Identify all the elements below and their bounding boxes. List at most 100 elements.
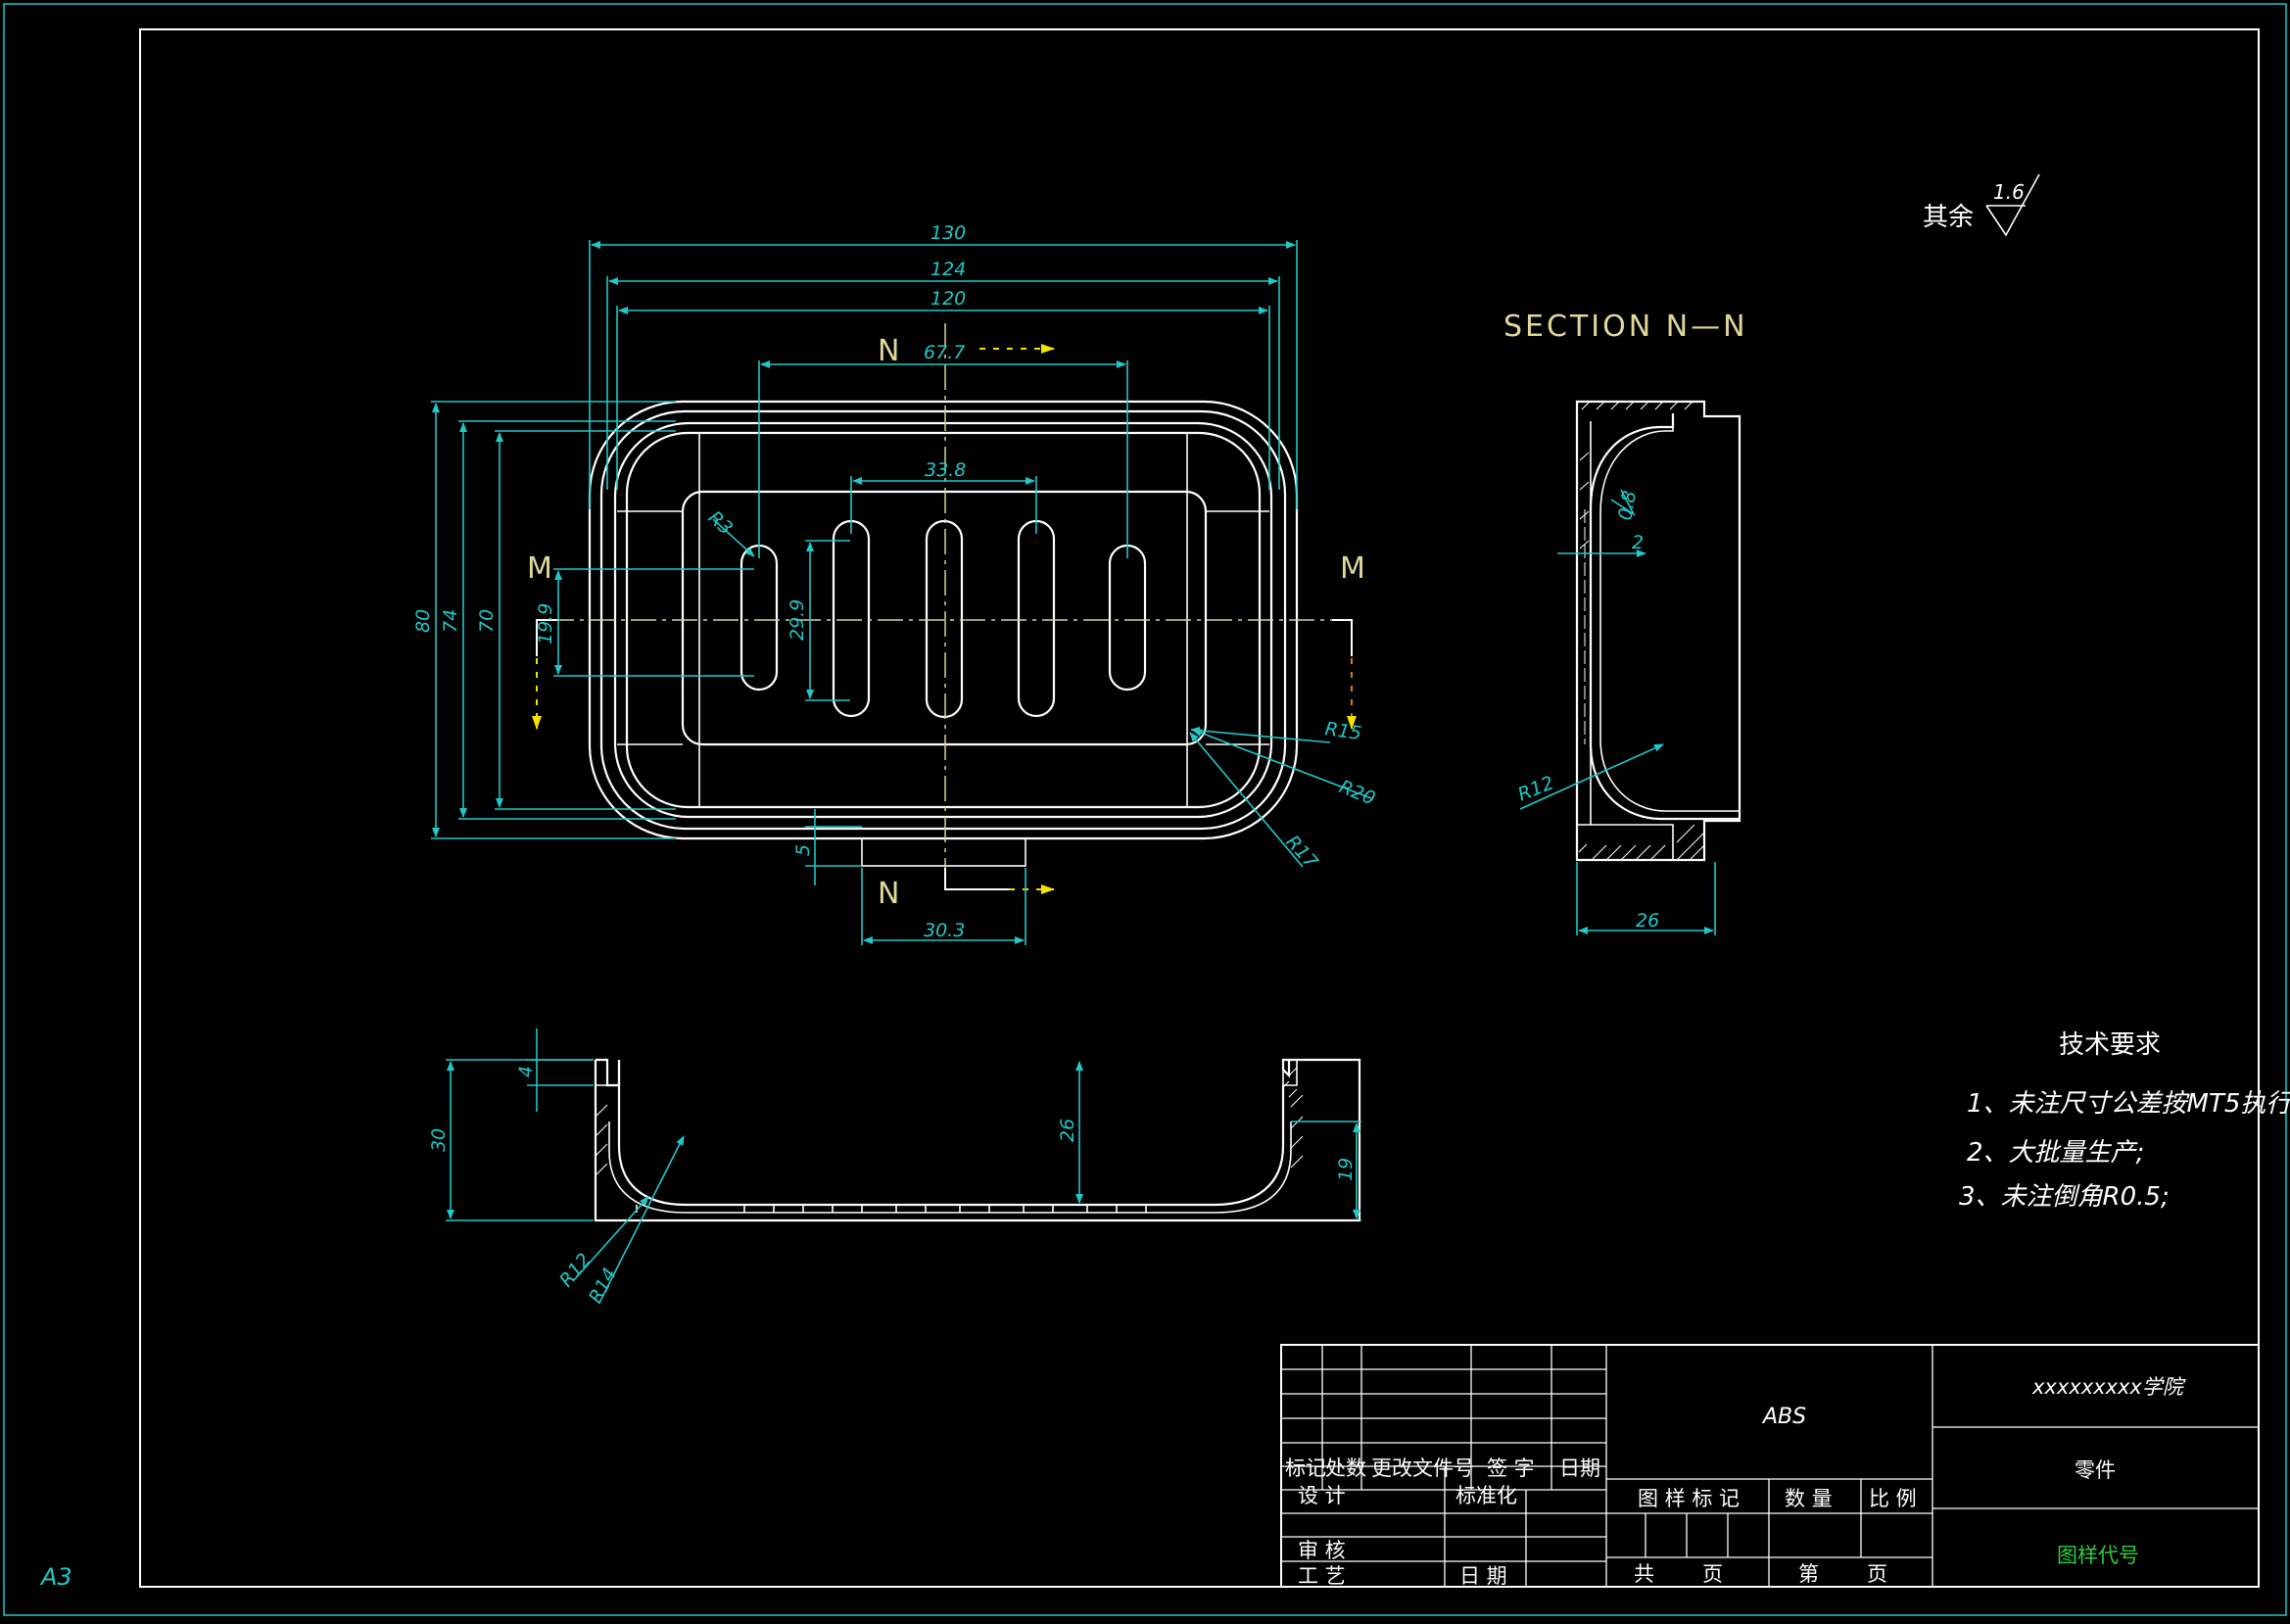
leader-r3 [712, 518, 755, 557]
section-view [1575, 400, 1741, 862]
section-dimensions: 0.8 2 R12 26 [1515, 489, 1716, 935]
leader-r17 [1189, 732, 1304, 868]
front-inner-basin-2 [608, 1122, 1292, 1214]
front-rim-right [1282, 1060, 1298, 1086]
dim-80: 80 [412, 609, 434, 633]
dim-74: 74 [440, 609, 461, 633]
ext-130 [589, 240, 1298, 509]
part-name: 零件 [2075, 1458, 2116, 1482]
front-outer-outline [594, 1058, 1361, 1222]
front-view [594, 1058, 1361, 1222]
leader-r12-front [572, 1196, 649, 1282]
rev-header-mark: 标记 [1285, 1457, 1326, 1480]
rev-header-date: 日期 [1559, 1457, 1600, 1480]
dim-26-section: 26 [1636, 910, 1659, 931]
title-block-grid [1281, 1345, 2259, 1587]
front-dimensions: 4 30 26 19 R12 R14 [428, 1028, 1361, 1307]
ext-67-7 [758, 360, 1128, 558]
dim-r15: R15 [1323, 718, 1362, 744]
section-inner-wall [1589, 413, 1740, 821]
ext-33-8 [850, 476, 1037, 534]
top-slot-2 [832, 519, 871, 718]
leader-r20 [1192, 729, 1372, 799]
section-cut-markers: N N M M [527, 334, 1365, 911]
ext-80 [431, 401, 676, 839]
cut-m-right-line [1332, 619, 1353, 656]
date-label: 日 期 [1459, 1564, 1507, 1588]
inner-border [139, 28, 2260, 1588]
front-floor-slats [636, 1205, 1147, 1213]
section-outline [1575, 400, 1741, 862]
rev-header-sign: 签 字 [1487, 1457, 1535, 1480]
dim-0-8: 0.8 [1614, 489, 1641, 522]
cut-n-bottom-line [944, 868, 1009, 890]
top-view-dimensions: 130 124 120 67.7 33.8 80 74 70 19.9 29.9… [412, 222, 1378, 945]
ext-120 [616, 306, 1270, 490]
tech-title: 技术要求 [2059, 1030, 2161, 1060]
cut-n-top: N [878, 334, 899, 368]
top-drain-lip [861, 837, 1026, 867]
cut-n-bottom: N [878, 877, 899, 911]
top-floor-plate [681, 490, 1208, 746]
front-hatch [595, 1067, 1304, 1176]
front-rim-left [596, 1060, 608, 1086]
dim-19: 19 [1335, 1158, 1357, 1181]
dim-r12-section: R12 [1515, 772, 1557, 805]
dim-26-front: 26 [1057, 1119, 1078, 1142]
drawing-code: 图样代号 [2057, 1544, 2139, 1567]
top-slot-4 [1017, 519, 1056, 718]
rev-header-count: 处数 [1325, 1457, 1366, 1480]
sheet-size-label: A3 [39, 1563, 72, 1591]
ext-30 [446, 1059, 594, 1221]
dim-5: 5 [792, 844, 814, 856]
dim-r3: R3 [704, 506, 738, 539]
rev-header-doc: 更改文件号 [1371, 1457, 1474, 1480]
dim-r17: R17 [1281, 832, 1321, 874]
dim-4: 4 [515, 1066, 537, 1077]
dim-30: 30 [428, 1128, 450, 1152]
top-slot-1 [739, 544, 779, 692]
tech-item-3: 3、未注倒角R0.5; [1959, 1182, 2170, 1212]
scale-label: 比 例 [1869, 1487, 1917, 1510]
total-label: 共 [1634, 1562, 1654, 1586]
stage-mark-label: 图 样 标 记 [1638, 1487, 1740, 1510]
front-inner-basin [617, 1060, 1285, 1207]
leader-r12-section [1519, 743, 1664, 810]
ext-70 [495, 430, 676, 810]
tech-item-1: 1、未注尺寸公差按MT5执行; [1967, 1089, 2290, 1119]
ext-74 [458, 420, 676, 820]
dim-r20: R20 [1336, 776, 1378, 809]
tech-item-2: 2、大批量生产; [1967, 1138, 2144, 1168]
leader-r15 [1190, 726, 1331, 743]
nth-label: 第 [1798, 1562, 1819, 1586]
dim-29-9: 29.9 [787, 599, 808, 641]
review-label: 审 核 [1298, 1539, 1346, 1562]
leader-r14-front [598, 1135, 685, 1304]
page-word: 页 [1867, 1562, 1887, 1586]
section-inner-wall-2 [1599, 427, 1740, 812]
dim-2: 2 [1632, 532, 1644, 553]
ext-19-9 [553, 568, 754, 677]
section-hatch [1578, 401, 1705, 861]
ext-30-3 [861, 868, 1026, 945]
dim-120: 120 [930, 288, 966, 310]
dim-r12-front: R12 [555, 1249, 596, 1291]
tech-requirements: 技术要求 1、未注尺寸公差按MT5执行; 2、大批量生产; 3、未注倒角R0.5… [1959, 1030, 2290, 1212]
outer-border [3, 3, 2287, 1616]
roughness-symbol-icon [1985, 173, 2040, 237]
dim-19-9: 19.9 [535, 603, 556, 645]
cut-m-left: M [527, 551, 552, 586]
ext-26-section [1576, 862, 1716, 935]
school-name: xxxxxxxxx学院 [2031, 1375, 2186, 1399]
section-web [1577, 421, 1674, 860]
section-title: SECTION N—N [1503, 310, 1748, 344]
design-label: 设 计 [1298, 1484, 1346, 1507]
roughness-note: 其余 1.6 [1923, 173, 2040, 237]
dim-130: 130 [930, 222, 966, 244]
cut-m-left-line [536, 619, 558, 656]
sheet-word: 页 [1702, 1562, 1723, 1586]
ext-19 [1291, 1121, 1361, 1221]
dim-67-7: 67.7 [924, 342, 965, 363]
